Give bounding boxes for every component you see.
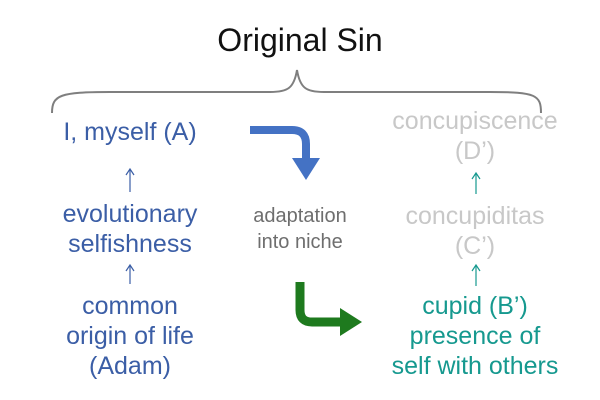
blue-bent-arrow: [250, 126, 320, 180]
label-concupiditas: concupiditas (C’): [370, 201, 580, 261]
green-bent-arrow: [295, 282, 362, 336]
up-arrow-right-1: [471, 171, 481, 194]
label-common-line2: origin of life: [66, 322, 194, 350]
diagram-title: Original Sin: [217, 22, 383, 58]
label-common-origin: common origin of life (Adam): [30, 291, 230, 381]
label-cupid-line1: cupid (B’): [422, 292, 528, 320]
up-arrow-left-2: [125, 263, 135, 284]
label-evolutionary-line2: selfishness: [68, 230, 192, 258]
label-i-myself: I, myself (A): [63, 118, 197, 146]
up-arrow-right-2: [471, 263, 481, 286]
label-cupid-line3: self with others: [391, 352, 559, 380]
label-concupiditas-line1: concupiditas: [405, 202, 545, 230]
label-concupiscence: concupiscence (D’): [370, 106, 580, 166]
label-common-line3: (Adam): [89, 352, 171, 380]
label-concupiscence-line1: concupiscence: [392, 107, 558, 135]
up-arrow-left-1: [125, 167, 135, 192]
label-cupid: cupid (B’) presence of self with others: [360, 291, 590, 381]
label-adaptation: adaptation into niche: [225, 203, 375, 255]
label-common-line1: common: [82, 292, 178, 320]
label-evolutionary-line1: evolutionary: [62, 200, 198, 228]
label-evolutionary-selfishness: evolutionary selfishness: [40, 199, 220, 259]
label-adaptation-line2: into niche: [257, 231, 343, 253]
label-concupiditas-line2: (C’): [454, 232, 496, 260]
label-adaptation-line1: adaptation: [253, 205, 347, 227]
curly-brace: [51, 69, 542, 114]
label-concupiscence-line2: (D’): [454, 137, 496, 165]
label-cupid-line2: presence of: [409, 322, 541, 350]
